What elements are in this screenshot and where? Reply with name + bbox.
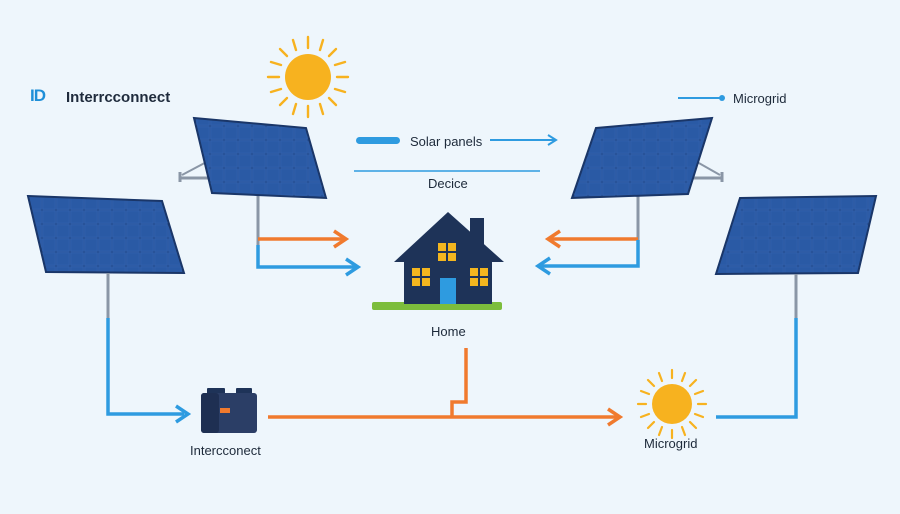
flow-battery-to-microgrid (268, 348, 624, 427)
solar-panel-top-right (570, 116, 724, 240)
flow-left-to-home-orange (258, 229, 350, 249)
solar-panel-right (714, 194, 878, 318)
solar-panel-left (26, 194, 186, 318)
home-icon (372, 212, 504, 310)
label-device: Decice (428, 176, 468, 191)
flow-left-to-battery (106, 318, 192, 424)
solar-panels-arrow (490, 134, 558, 146)
label-microgrid-top: Microgrid (733, 91, 787, 106)
solar-panel-top-left (178, 116, 328, 245)
label-microgrid-bottom: Microgrid (644, 436, 698, 451)
brand-title: Interrcconnect (66, 89, 171, 106)
flow-right-to-microgrid (716, 318, 798, 419)
sun-icon-top (266, 35, 350, 119)
label-home: Home (431, 324, 466, 339)
label-solar-panels: Solar panels (410, 134, 483, 149)
brand-logo-mark: ID (30, 86, 46, 105)
solar-panels-indicator (356, 137, 400, 144)
sun-icon-microgrid (636, 368, 708, 440)
flow-right-to-home-orange (544, 229, 638, 249)
flow-left-to-home-blue (256, 245, 362, 277)
microgrid-top-connector (678, 95, 725, 101)
label-interconnect: Intercconect (190, 443, 261, 458)
flow-right-to-home-blue (534, 240, 640, 276)
battery-icon (201, 388, 257, 433)
